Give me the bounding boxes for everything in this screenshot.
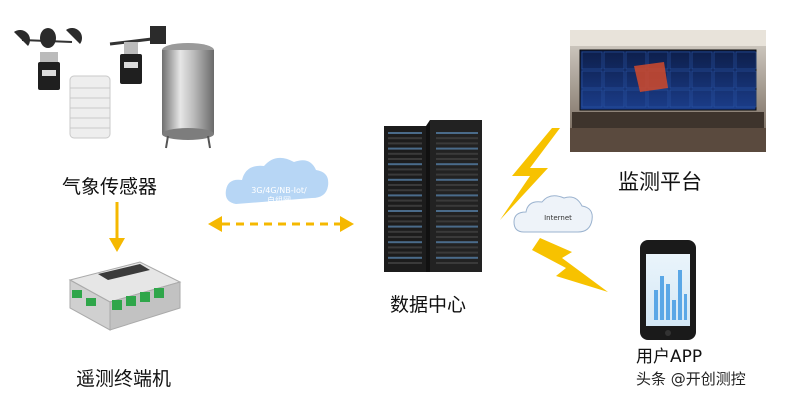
- video-wall-tile: [735, 70, 757, 89]
- rack-unit: [388, 230, 422, 233]
- rack-unit: [388, 199, 422, 202]
- video-wall-tile: [735, 51, 757, 70]
- rack-unit: [388, 225, 422, 228]
- weather-sensors-image: [14, 26, 214, 149]
- video-wall-tile: [691, 89, 713, 108]
- rack-unit: [436, 256, 478, 259]
- rack-unit: [388, 158, 422, 160]
- rack-unit: [388, 189, 422, 192]
- rack-unit: [388, 194, 422, 197]
- rack-unit: [388, 163, 422, 166]
- phone-app-image: [640, 240, 696, 340]
- rack-unit: [436, 236, 478, 238]
- video-wall-tile: [691, 51, 713, 70]
- rack-unit: [436, 241, 478, 244]
- rack-unit: [388, 251, 422, 254]
- video-wall-tile: [669, 89, 691, 108]
- rack-unit: [436, 230, 478, 233]
- rack-unit: [388, 147, 422, 150]
- rack-unit: [388, 184, 422, 186]
- video-wall-tile: [647, 89, 669, 108]
- rack-unit: [436, 251, 478, 254]
- rack-unit: [436, 215, 478, 218]
- rack-unit: [436, 163, 478, 166]
- video-wall-tile: [603, 89, 625, 108]
- monitoring-platform-image: [570, 30, 766, 152]
- internet-cloud-icon: [513, 195, 593, 233]
- rack-unit: [436, 220, 478, 223]
- rack-unit: [388, 132, 422, 134]
- arrow-down-icon: [109, 202, 125, 252]
- anemometer-icon: [14, 27, 82, 90]
- rack-unit: [388, 220, 422, 223]
- rack-unit: [388, 204, 422, 207]
- rack-unit: [436, 204, 478, 207]
- rack-unit: [436, 173, 478, 176]
- video-wall-tile: [669, 51, 691, 70]
- network-cloud-icon: [225, 157, 329, 204]
- rack-unit: [436, 246, 478, 249]
- rack-unit: [388, 256, 422, 259]
- internet-cloud-text: Internet: [544, 214, 572, 222]
- wind-vane-icon: [109, 26, 166, 84]
- rack-unit: [388, 168, 422, 171]
- video-wall-tile: [669, 70, 691, 89]
- terminal-label: 遥测终端机: [76, 368, 172, 390]
- server-rack-image: [384, 120, 482, 272]
- sensors-label: 气象传感器: [62, 176, 158, 198]
- rack-unit: [388, 173, 422, 176]
- video-wall-tile: [581, 51, 603, 70]
- rack-unit: [436, 152, 478, 155]
- bidirectional-link-arrow-icon: [208, 216, 354, 232]
- platform-label: 监测平台: [618, 170, 702, 194]
- rack-unit: [388, 246, 422, 249]
- lightning-icon: [500, 128, 608, 292]
- video-wall-tile: [581, 89, 603, 108]
- video-wall-tile: [713, 70, 735, 89]
- video-wall-tile: [713, 51, 735, 70]
- rack-unit: [436, 147, 478, 150]
- rack-unit: [436, 168, 478, 171]
- video-wall-tile: [735, 89, 757, 108]
- video-wall-tile: [603, 70, 625, 89]
- rack-unit: [436, 142, 478, 145]
- watermark: 头条 @开创测控: [636, 370, 746, 388]
- rack-unit: [388, 178, 422, 181]
- network-cloud-text: 3G/4G/NB-Iot/ 自组网: [234, 186, 324, 206]
- rack-unit: [436, 210, 478, 212]
- rack-unit: [436, 189, 478, 192]
- rack-unit: [436, 137, 478, 140]
- rack-unit: [388, 152, 422, 155]
- rack-unit: [388, 210, 422, 212]
- datacenter-label: 数据中心: [390, 294, 467, 316]
- rack-unit: [436, 178, 478, 181]
- video-wall-tile: [581, 70, 603, 89]
- rack-unit: [436, 184, 478, 186]
- video-wall-tile: [625, 89, 647, 108]
- rack-unit: [436, 225, 478, 228]
- rack-unit: [436, 194, 478, 197]
- network-cloud-line2: 自组网: [267, 196, 291, 205]
- rack-unit: [388, 241, 422, 244]
- rack-unit: [436, 199, 478, 202]
- rack-unit: [436, 158, 478, 160]
- rack-unit: [388, 142, 422, 145]
- rack-unit: [388, 137, 422, 140]
- video-wall-tile: [603, 51, 625, 70]
- rain-gauge-icon: [162, 43, 214, 149]
- telemetry-terminal-image: [68, 261, 182, 331]
- radiation-shield-icon: [69, 75, 111, 139]
- rack-unit: [388, 215, 422, 218]
- rack-unit: [388, 236, 422, 238]
- rack-unit: [436, 262, 478, 264]
- video-wall-tile: [691, 70, 713, 89]
- app-label: 用户APP: [636, 347, 703, 367]
- rack-unit: [436, 132, 478, 134]
- video-wall-tile: [713, 89, 735, 108]
- network-cloud-line1: 3G/4G/NB-Iot/: [251, 186, 307, 195]
- rack-unit: [388, 262, 422, 264]
